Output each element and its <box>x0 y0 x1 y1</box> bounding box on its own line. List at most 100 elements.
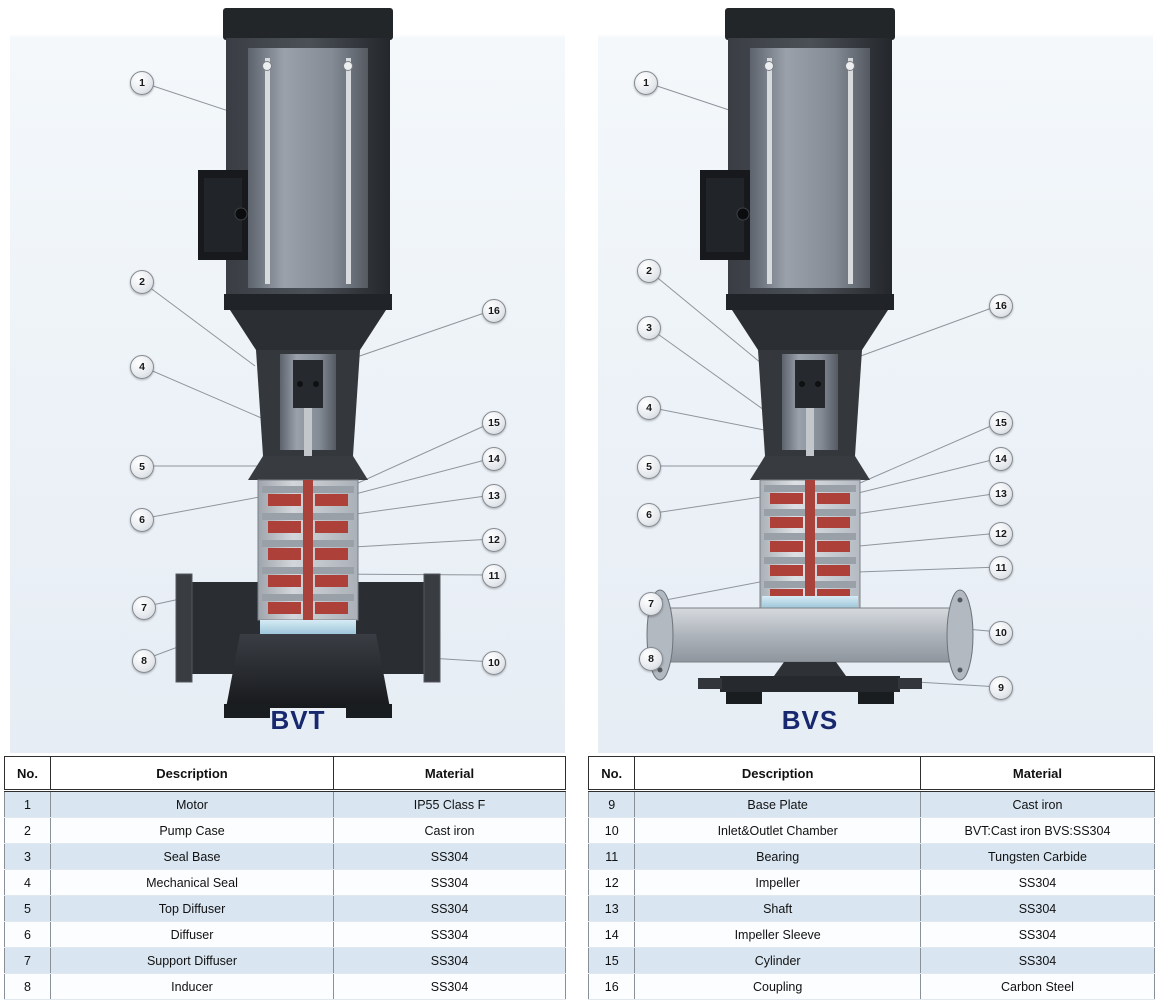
cell-no: 12 <box>587 869 636 896</box>
callout-number: 16 <box>995 300 1007 312</box>
callout-5: 5 <box>637 455 661 479</box>
table-row: 13 Shaft SS304 <box>587 895 1156 922</box>
table-row: 16 Coupling Carbon Steel <box>587 973 1156 1000</box>
bvt-pump-illustration <box>140 8 494 718</box>
callout-14: 14 <box>482 447 506 471</box>
callout-6: 6 <box>130 508 154 532</box>
callout-12: 12 <box>989 522 1013 546</box>
callout-number: 4 <box>139 361 145 373</box>
callout-number: 7 <box>141 602 147 614</box>
table-row: 6 Diffuser SS304 <box>4 921 566 948</box>
motor <box>223 8 393 310</box>
callout-6: 6 <box>637 503 661 527</box>
col-header-no: No. <box>4 756 51 792</box>
callout-12: 12 <box>482 528 506 552</box>
callout-1: 1 <box>634 71 658 95</box>
callout-number: 8 <box>141 655 147 667</box>
callout-number: 2 <box>139 276 145 288</box>
bvs-diagram-panel: 1 2 3 4 5 6 7 8 16 15 14 13 12 11 10 9 B… <box>598 8 1153 753</box>
pump-head <box>248 456 368 480</box>
bvs-model-label: BVS <box>781 705 839 735</box>
cell-material: SS304 <box>333 895 566 922</box>
callout-7: 7 <box>132 596 156 620</box>
stage-stack <box>257 479 359 621</box>
callout-8: 8 <box>132 649 156 673</box>
callout-number: 5 <box>646 461 652 473</box>
cell-description: Cylinder <box>634 947 921 974</box>
table-row: 9 Base Plate Cast iron <box>587 790 1156 818</box>
callout-13: 13 <box>482 484 506 508</box>
inlet-chamber <box>260 620 356 634</box>
callout-16: 16 <box>989 294 1013 318</box>
motor <box>725 8 895 310</box>
terminal-box <box>700 170 750 260</box>
cell-description: Bearing <box>634 843 921 870</box>
cell-material: Tungsten Carbide <box>919 843 1156 870</box>
callout-11: 11 <box>482 564 506 588</box>
cell-material: SS304 <box>333 921 566 948</box>
coupling-housing <box>230 310 386 456</box>
table-row: 7 Support Diffuser SS304 <box>4 947 566 974</box>
table-row: 8 Inducer SS304 <box>4 973 566 1000</box>
cell-no: 5 <box>4 895 51 922</box>
parts-table-right: No. Description Material 9 Base Plate Ca… <box>587 756 1156 1000</box>
cell-description: Inlet&Outlet Chamber <box>634 817 921 844</box>
cell-material: SS304 <box>919 921 1156 948</box>
table-row: 12 Impeller SS304 <box>587 869 1156 896</box>
cell-description: Motor <box>50 790 334 818</box>
callout-5: 5 <box>130 455 154 479</box>
cell-no: 3 <box>4 843 51 870</box>
cell-no: 13 <box>587 895 636 922</box>
col-header-no: No. <box>587 756 636 792</box>
cell-description: Seal Base <box>50 843 334 870</box>
table-row: 11 Bearing Tungsten Carbide <box>587 843 1156 870</box>
callout-15: 15 <box>989 411 1013 435</box>
table-row: 1 Motor IP55 Class F <box>4 790 566 818</box>
callout-number: 2 <box>646 265 652 277</box>
col-header-material: Material <box>333 756 566 792</box>
callout-number: 1 <box>643 77 649 89</box>
cell-description: Diffuser <box>50 921 334 948</box>
cell-material: BVT:Cast iron BVS:SS304 <box>919 817 1156 844</box>
cell-material: SS304 <box>333 947 566 974</box>
parts-table-left: No. Description Material 1 Motor IP55 Cl… <box>4 756 566 1000</box>
callout-13: 13 <box>989 482 1013 506</box>
cell-description: Base Plate <box>634 790 921 818</box>
stage-stack <box>759 479 861 609</box>
callout-number: 5 <box>139 461 145 473</box>
callout-number: 13 <box>488 490 500 502</box>
callout-14: 14 <box>989 447 1013 471</box>
callout-10: 10 <box>989 621 1013 645</box>
callout-4: 4 <box>637 396 661 420</box>
table-row: 14 Impeller Sleeve SS304 <box>587 921 1156 948</box>
callout-number: 6 <box>139 514 145 526</box>
table-row: 5 Top Diffuser SS304 <box>4 895 566 922</box>
bvt-diagram-panel: 1 2 4 5 6 7 8 16 15 14 13 12 11 10 BVT <box>10 8 565 753</box>
table-row: 4 Mechanical Seal SS304 <box>4 869 566 896</box>
callout-number: 11 <box>995 562 1007 574</box>
cell-no: 4 <box>4 869 51 896</box>
callout-2: 2 <box>130 270 154 294</box>
pump-head <box>750 456 870 480</box>
cell-description: Support Diffuser <box>50 947 334 974</box>
callout-number: 10 <box>488 657 500 669</box>
cell-material: SS304 <box>919 947 1156 974</box>
callout-2: 2 <box>637 259 661 283</box>
bvt-model-label: BVT <box>270 705 326 735</box>
callout-7: 7 <box>639 592 663 616</box>
callout-number: 4 <box>646 402 652 414</box>
callout-15: 15 <box>482 411 506 435</box>
callout-number: 6 <box>646 509 652 521</box>
cell-no: 16 <box>587 973 636 1000</box>
cell-material: IP55 Class F <box>333 790 566 818</box>
col-header-material: Material <box>919 756 1156 792</box>
callout-number: 1 <box>139 77 145 89</box>
cell-no: 9 <box>587 790 636 818</box>
table-row: 3 Seal Base SS304 <box>4 843 566 870</box>
callout-number: 7 <box>648 598 654 610</box>
table-header-row: No. Description Material <box>587 756 1156 792</box>
cell-material: Cast iron <box>919 790 1156 818</box>
base-plate <box>698 662 922 704</box>
coupling-housing <box>732 310 888 456</box>
callout-9: 9 <box>989 676 1013 700</box>
